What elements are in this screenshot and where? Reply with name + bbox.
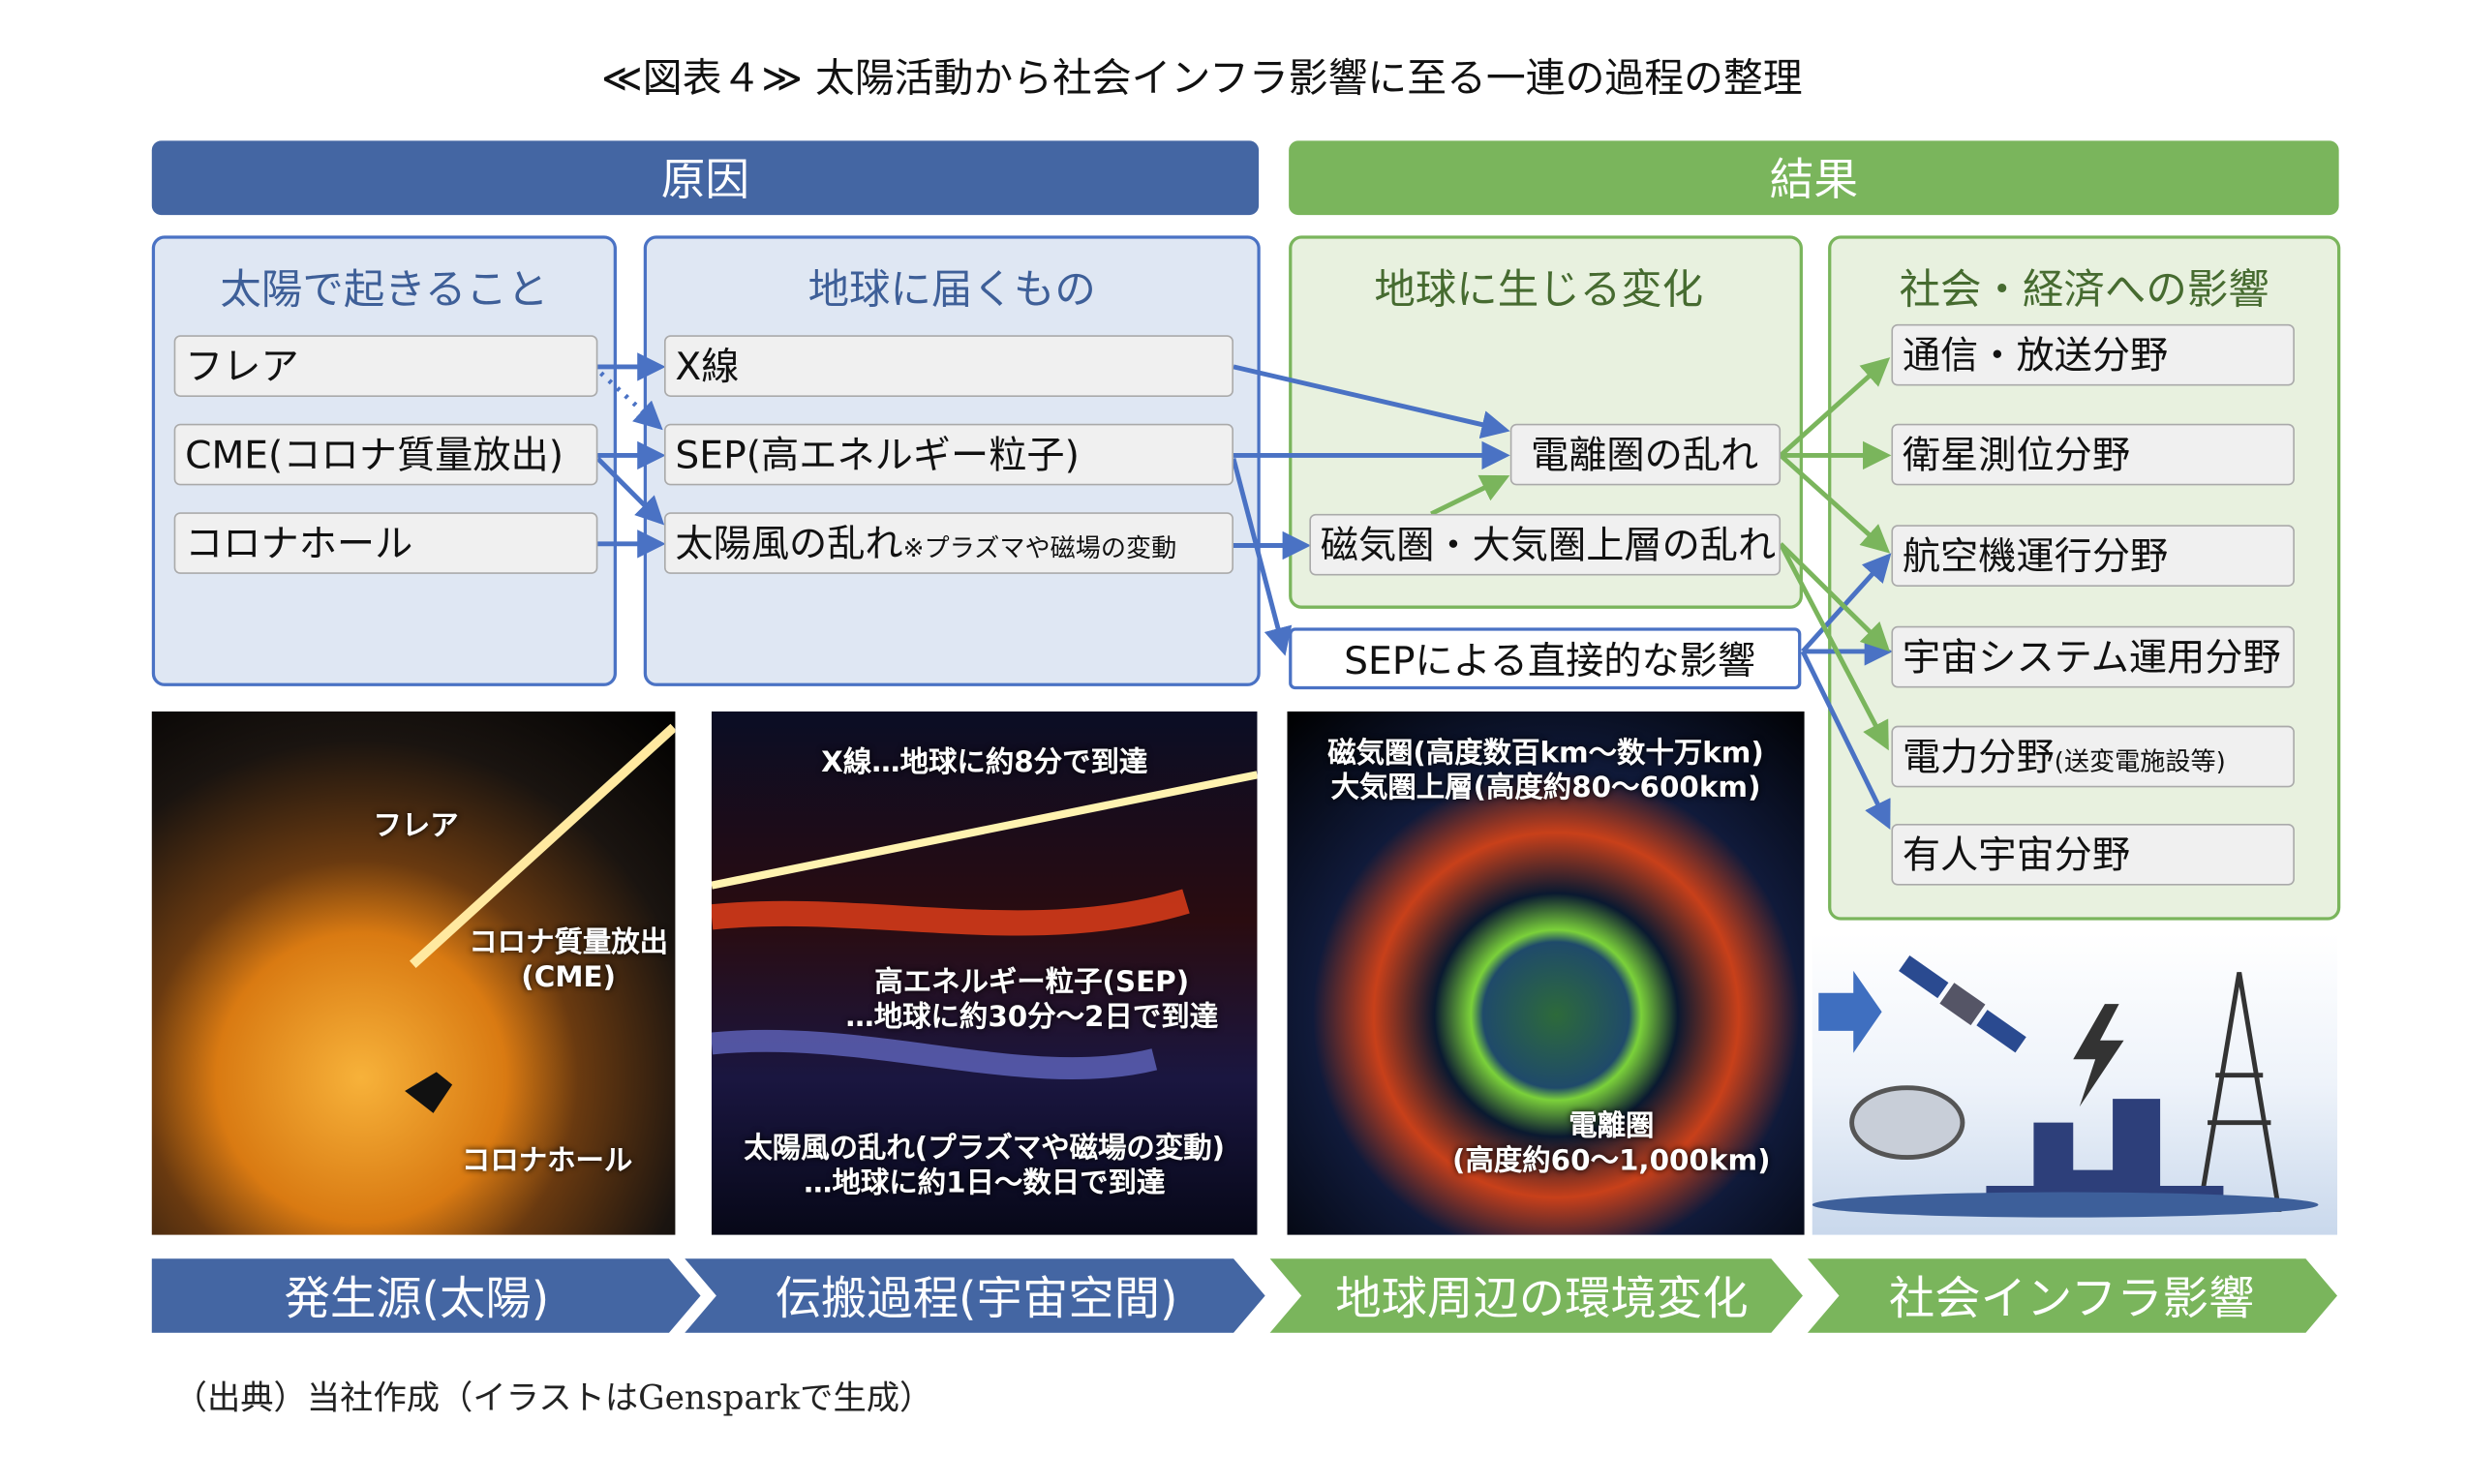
iono-line1: 電離圏: [1569, 1109, 1655, 1143]
stage-propagation-label: 伝搬過程(宇宙空間): [775, 1271, 1178, 1325]
sep-label-line1: 高エネルギー粒子(SEP): [874, 965, 1190, 1000]
iono-line2: (高度約60～1,000km): [1452, 1144, 1771, 1178]
magnetosphere-label: 磁気圏(高度数百km～数十万km)大気圏上層(高度約80～600km): [1288, 737, 1805, 806]
item-gnss: 衛星測位分野: [1891, 423, 2295, 486]
item-magnetosphere: 磁気圏・大気圏上層の乱れ: [1309, 513, 1782, 576]
cme-label: コロナ質量放出(CME): [462, 926, 675, 996]
item-aviation: 航空機運行分野: [1891, 525, 2295, 587]
item-space-systems: 宇宙システム運用分野: [1891, 625, 2295, 688]
city-icon: [1986, 1099, 2224, 1205]
solar-wind-note: ※プラズマや磁場の変動: [902, 532, 1177, 563]
item-sep-direct: SEPによる直接的な影響: [1289, 627, 1802, 690]
panel-title: 地球に届くもの: [807, 267, 1096, 316]
chevron-source: [151, 1258, 701, 1333]
item-flare: フレア: [173, 335, 598, 397]
arrow-icon: [1818, 970, 1882, 1053]
power-label: 電力分野: [1902, 735, 2055, 780]
solar-wind-label: 太陽風の乱れ(プラズマや磁場の変動)…地球に約1日～数日で到達: [712, 1132, 1257, 1201]
panel-title: 太陽で起きること: [220, 267, 549, 316]
item-human-spaceflight: 有人宇宙分野: [1891, 823, 2295, 886]
ionosphere-label: 電離圏(高度約60～1,000km): [1430, 1110, 1794, 1180]
panel-title: 地球に生じる変化: [1374, 267, 1704, 316]
item-xray: X線: [663, 335, 1234, 397]
stage-source-label: 発生源(太陽): [284, 1271, 550, 1325]
power-note: (送変電施設等): [2054, 745, 2226, 776]
item-solar-wind: 太陽風の乱れ※プラズマや磁場の変動: [663, 512, 1234, 574]
lightning-icon: [2073, 1004, 2124, 1107]
sun-illustration: フレア コロナ質量放出(CME) コロナホール: [151, 711, 676, 1235]
coronal-hole-label: コロナホール: [461, 1144, 633, 1178]
item-communication: 通信・放送分野: [1891, 323, 2295, 386]
coronal-hole-shape: [405, 1072, 453, 1113]
chevron-infra: [1807, 1258, 2338, 1333]
flare-label: フレア: [373, 809, 459, 843]
item-sep: SEP(高エネルギー粒子): [663, 423, 1234, 486]
space-illustration: X線…地球に約8分で到達 高エネルギー粒子(SEP)…地球に約30分～2日で到達…: [711, 711, 1258, 1235]
power-tower-icon: [2197, 972, 2282, 1212]
cme-label-line2: (CME): [521, 961, 617, 995]
chevron-earth: [1269, 1258, 1803, 1333]
mag-line: 磁気圏(高度数百km～数十万km): [1327, 737, 1764, 771]
xray-label: X線…地球に約8分で到達: [821, 745, 1148, 780]
infrastructure-illustration: [1812, 932, 2338, 1235]
source-note: （出典）当社作成（イラストはGensparkで生成）: [173, 1378, 933, 1417]
flare-beam: [409, 723, 676, 968]
atm-line: 大気圏上層(高度約80～600km): [1330, 772, 1761, 805]
satellite-icon: [1899, 954, 2026, 1053]
item-power: 電力分野(送変電施設等): [1891, 725, 2295, 788]
earth-illustration: 磁気圏(高度数百km～数十万km)大気圏上層(高度約80～600km) 電離圏(…: [1287, 711, 1805, 1235]
cause-header: 原因: [151, 140, 1260, 216]
panel-title: 社会・経済への影響: [1899, 267, 2269, 316]
chevron-propagation: [685, 1258, 1265, 1333]
wind-label-line2: …地球に約1日～数日で到達: [804, 1166, 1166, 1200]
stage-infra-label: 社会インフラ影響: [1888, 1271, 2255, 1325]
wind-label-line1: 太陽風の乱れ(プラズマや磁場の変動): [744, 1132, 1226, 1166]
dish-antenna-icon: [1849, 1085, 1965, 1161]
sep-label: 高エネルギー粒子(SEP)…地球に約30分～2日で到達: [807, 966, 1257, 1036]
stage-chevrons: [151, 1258, 2338, 1333]
figure-title: ≪図表４≫ 太陽活動から社会インフラ影響に至る一連の過程の整理: [601, 55, 1803, 102]
stage-earth-label: 地球周辺の環境変化: [1335, 1271, 1749, 1325]
cme-label-line1: コロナ質量放出: [469, 926, 669, 960]
item-cme: CME(コロナ質量放出): [173, 423, 598, 486]
item-ionosphere: 電離圏の乱れ: [1509, 423, 1782, 486]
result-header: 結果: [1289, 140, 2339, 216]
sep-label-line2: …地球に約30分～2日で到達: [845, 1000, 1219, 1035]
solar-wind-label: 太陽風の乱れ: [675, 521, 903, 566]
item-coronal-hole: コロナホール: [173, 512, 598, 574]
